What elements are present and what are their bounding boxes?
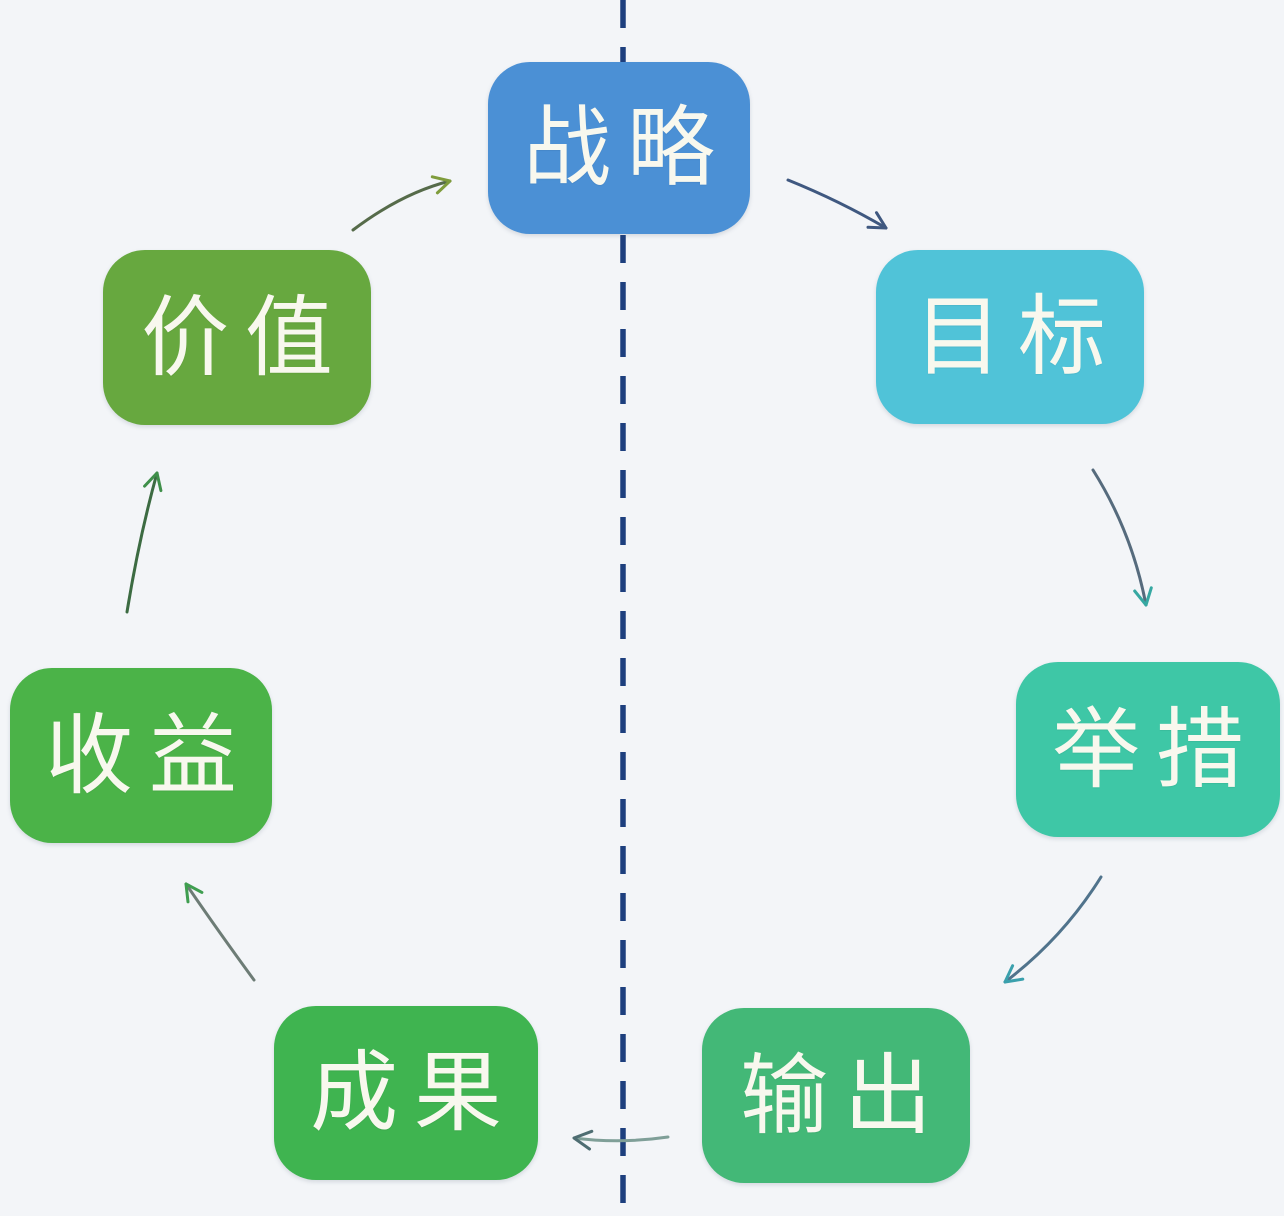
- node-result-label: 成果: [310, 1043, 518, 1142]
- node-strategy-label: 战略: [523, 98, 731, 197]
- node-output[interactable]: 输出: [702, 1008, 970, 1183]
- node-benefit-label: 收益: [45, 705, 253, 805]
- node-value[interactable]: 价值: [103, 250, 371, 425]
- node-output-label: 输出: [740, 1045, 948, 1145]
- arrow-result-to-benefit: [184, 882, 256, 982]
- node-strategy[interactable]: 战略: [488, 62, 750, 234]
- arrow-value-to-strategy: [351, 175, 452, 232]
- arrow-output-to-result: [572, 1129, 670, 1151]
- node-goal-label: 目标: [914, 287, 1122, 386]
- arrow-benefit-to-value: [125, 471, 163, 614]
- node-goal[interactable]: 目标: [876, 250, 1144, 424]
- node-initiative[interactable]: 举措: [1016, 662, 1280, 837]
- node-result[interactable]: 成果: [274, 1006, 538, 1180]
- node-initiative-label: 举措: [1052, 699, 1260, 799]
- arrow-strategy-to-goal: [786, 178, 888, 230]
- node-benefit[interactable]: 收益: [10, 668, 272, 843]
- arrow-goal-to-initiative: [1091, 468, 1153, 607]
- arrow-initiative-to-output: [1003, 875, 1103, 984]
- node-value-label: 价值: [141, 287, 349, 387]
